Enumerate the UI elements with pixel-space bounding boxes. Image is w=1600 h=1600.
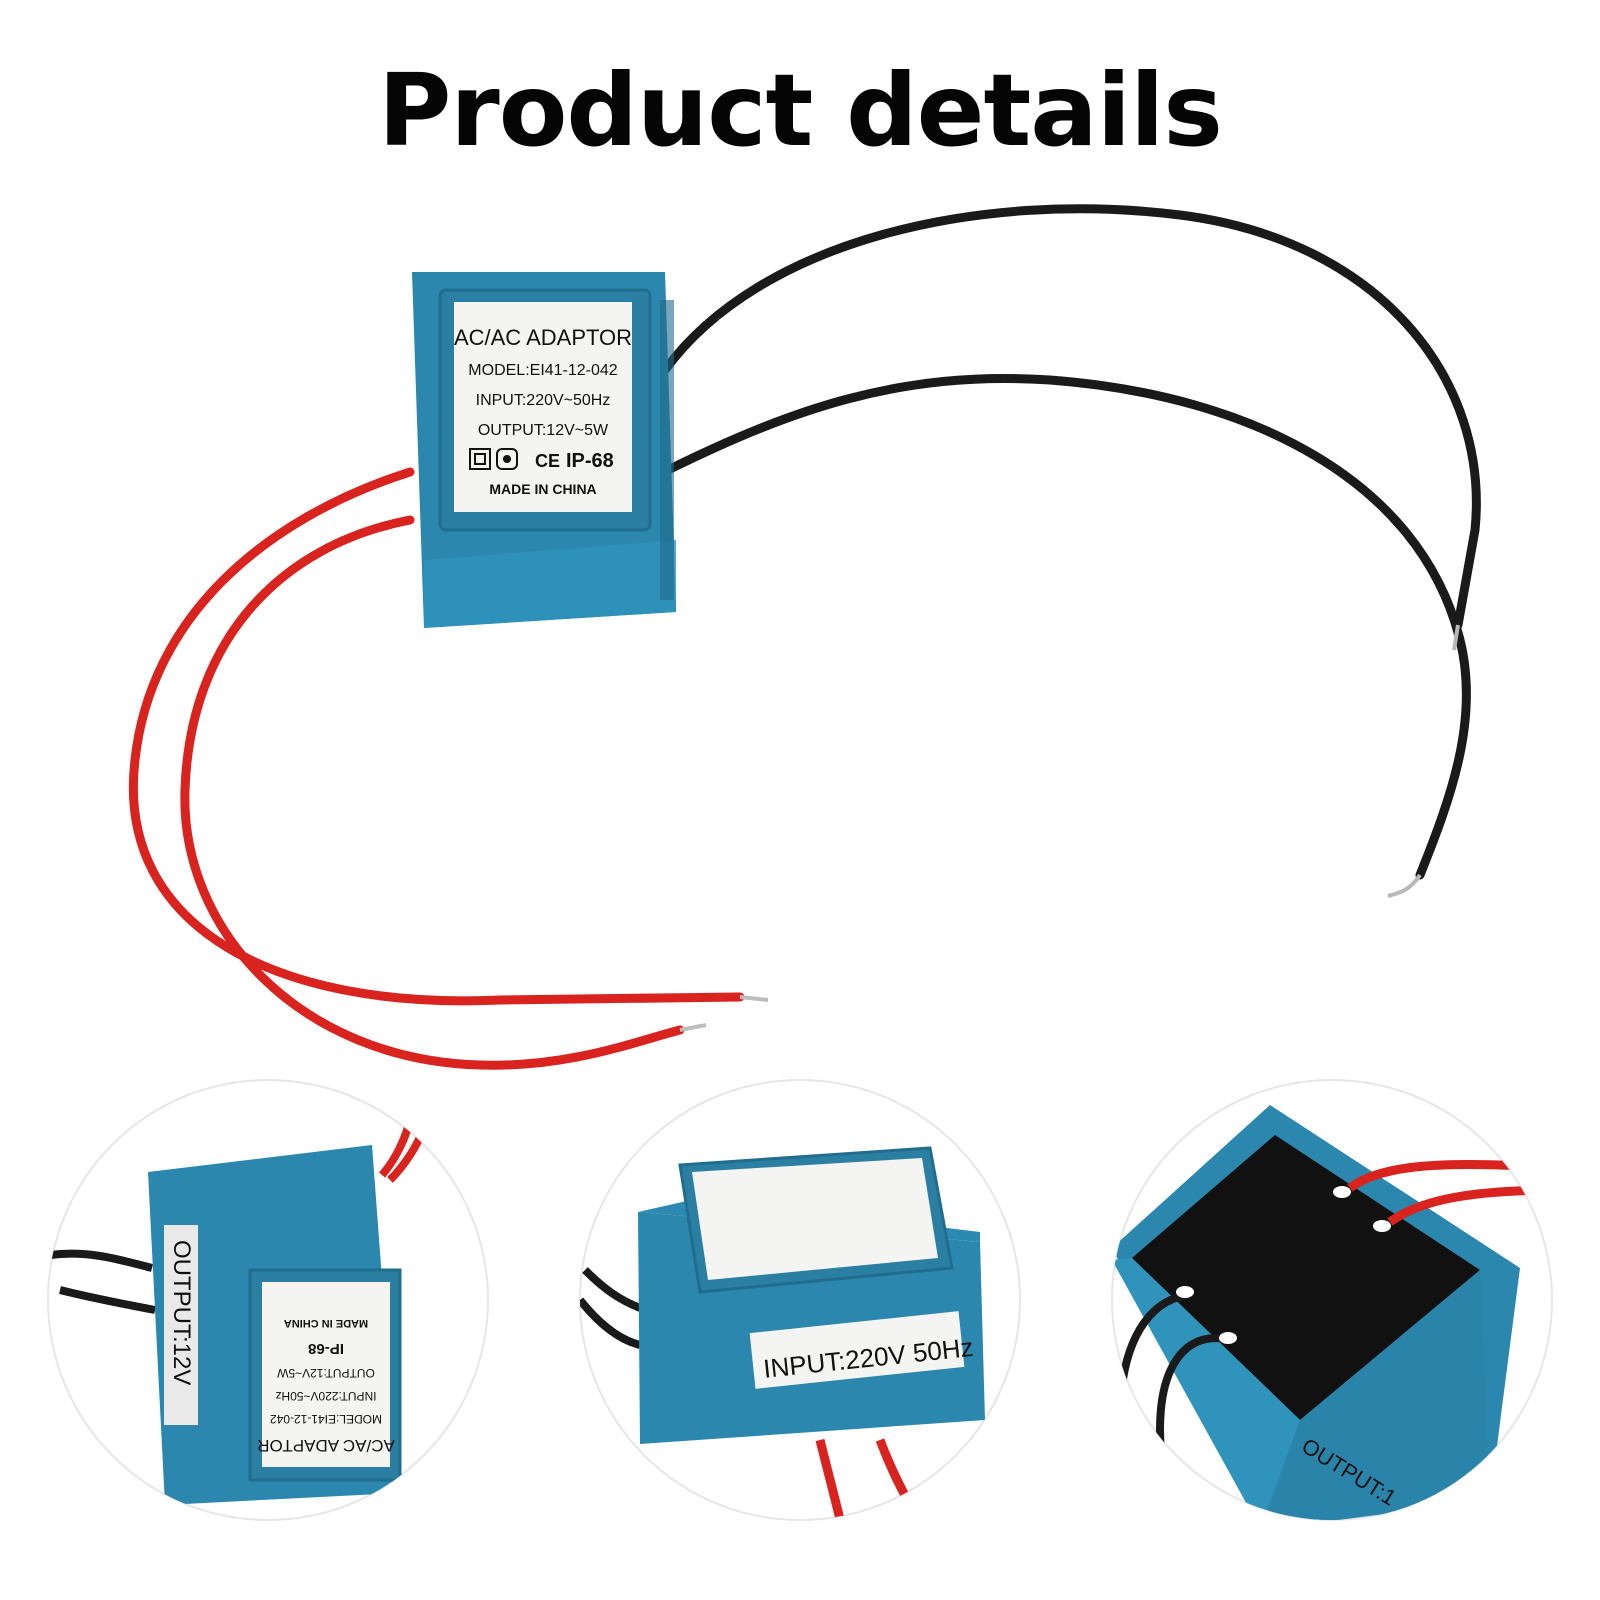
svg-text:OUTPUT:12V~5W: OUTPUT:12V~5W [276,1366,374,1380]
svg-text:MADE IN CHINA: MADE IN CHINA [284,1317,368,1329]
svg-text:IP-68: IP-68 [308,1340,344,1357]
red-wire-inner [180,515,685,1070]
label-input: INPUT:220V~50Hz [476,392,611,409]
black-wire-lower [663,373,1471,880]
svg-text:MODEL:EI41-12-042: MODEL:EI41-12-042 [270,1412,382,1426]
label-output: OUTPUT:12V~5W [478,422,609,439]
label-title: AC/AC ADAPTOR [454,325,632,350]
red-wire-tip-inner [679,1023,707,1032]
black-wire-tip-upper [1452,624,1460,651]
double-insulation-icon [469,448,491,470]
label-ip-rating: IP-68 [566,450,614,472]
detail-view-left: OUTPUT:12V AC/AC ADAPTOR MODEL:EI41-12-0… [47,1079,489,1521]
black-wire-upper [660,204,1481,630]
label-origin: MADE IN CHINA [489,481,596,497]
red-wire-tip-outer [739,995,769,1002]
middle-input-sticker [749,1311,965,1389]
detail-view-right: OUTPUT:1 [1111,1079,1553,1521]
product-label [454,302,632,512]
black-wire-tip-lower [1387,873,1422,898]
svg-text:AC/AC ADAPTOR: AC/AC ADAPTOR [257,1436,395,1455]
ce-mark: CE [535,451,560,471]
main-product: AC/AC ADAPTOR MODEL:EI41-12-042 INPUT:22… [128,204,1481,1070]
svg-text:INPUT:220V~50Hz: INPUT:220V~50Hz [275,1389,376,1403]
label-model: MODEL:EI41-12-042 [468,362,618,379]
red-wire-outer [128,467,745,1006]
detail-view-middle: INPUT:220V 50Hz [579,1079,1021,1521]
transformer-symbol-icon [496,448,518,470]
left-side-text: OUTPUT:12V [168,1240,195,1385]
page-title: Product details [378,52,1223,169]
